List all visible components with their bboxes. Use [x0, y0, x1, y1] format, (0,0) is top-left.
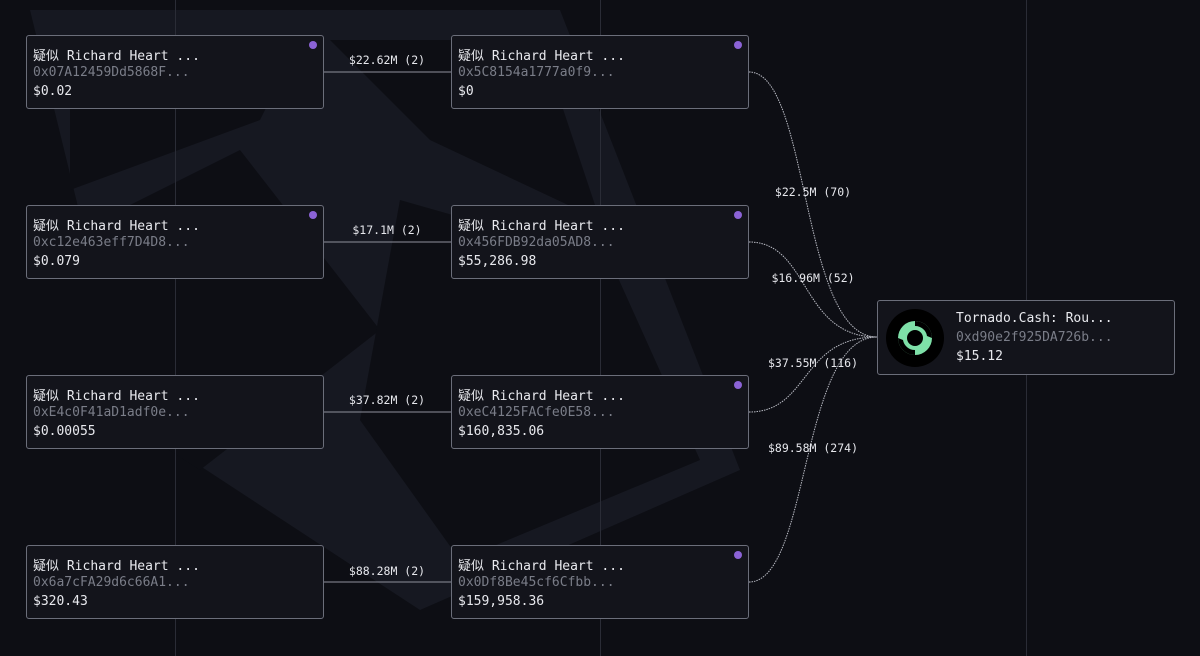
node-label: Richard Heart ...: [66, 559, 200, 574]
edge-label: $22.5M (70): [774, 185, 852, 199]
tag-dot-icon: [734, 551, 742, 559]
edge-curve: [748, 336, 878, 583]
node-balance: $55,286.98: [458, 254, 537, 269]
node-label: Richard Heart ...: [66, 389, 200, 404]
edge-label: $17.1M (2): [352, 223, 422, 237]
node-label-prefix: 疑似: [33, 219, 60, 234]
node-label-prefix: 疑似: [458, 49, 485, 64]
node-label: Richard Heart ...: [491, 219, 625, 234]
column-divider: [600, 0, 601, 656]
node-balance: $0.00055: [33, 424, 96, 439]
node-balance: $0: [458, 84, 474, 99]
node-address[interactable]: 0xeC4125FACfe0E58...: [458, 405, 615, 420]
node-address[interactable]: 0x456FDB92da05AD8...: [458, 235, 615, 250]
node-label-prefix: 疑似: [33, 389, 60, 404]
intermediate-wallet-node[interactable]: 疑似 Richard Heart ... 0x456FDB92da05AD8..…: [451, 205, 749, 279]
node-balance: $320.43: [33, 594, 88, 609]
node-address[interactable]: 0xE4c0F41aD1adf0e...: [33, 405, 190, 420]
node-label: Richard Heart ...: [491, 389, 625, 404]
tag-dot-icon: [734, 211, 742, 219]
edge-label: $88.28M (2): [348, 564, 426, 578]
source-wallet-node[interactable]: 疑似 Richard Heart ... 0x6a7cFA29d6c66A1..…: [26, 545, 324, 619]
node-label-prefix: 疑似: [458, 559, 485, 574]
node-address[interactable]: 0x6a7cFA29d6c66A1...: [33, 575, 190, 590]
node-label-prefix: 疑似: [458, 389, 485, 404]
node-label-prefix: 疑似: [458, 219, 485, 234]
node-address[interactable]: 0x5C8154a1777a0f9...: [458, 65, 615, 80]
edge-label: $16.96M (52): [771, 271, 855, 285]
node-label: Tornado.Cash: Rou...: [956, 311, 1113, 326]
node-label-prefix: 疑似: [33, 559, 60, 574]
node-address[interactable]: 0xc12e463eff7D4D8...: [33, 235, 190, 250]
edge-curve: [748, 71, 878, 338]
node-balance: $159,958.36: [458, 594, 545, 609]
edge-label: $89.58M (274): [767, 441, 859, 455]
tag-dot-icon: [309, 41, 317, 49]
node-balance: $15.12: [956, 349, 1003, 364]
node-balance: $160,835.06: [458, 424, 545, 439]
tag-dot-icon: [309, 211, 317, 219]
node-label: Richard Heart ...: [66, 49, 200, 64]
source-wallet-node[interactable]: 疑似 Richard Heart ... 0x07A12459Dd5868F..…: [26, 35, 324, 109]
tag-dot-icon: [734, 381, 742, 389]
source-wallet-node[interactable]: 疑似 Richard Heart ... 0xE4c0F41aD1adf0e..…: [26, 375, 324, 449]
tornado-cash-logo-icon: [886, 309, 944, 367]
intermediate-wallet-node[interactable]: 疑似 Richard Heart ... 0x5C8154a1777a0f9..…: [451, 35, 749, 109]
node-label-prefix: 疑似: [33, 49, 60, 64]
node-address[interactable]: 0x0Df8Be45cf6Cfbb...: [458, 575, 615, 590]
intermediate-wallet-node[interactable]: 疑似 Richard Heart ... 0xeC4125FACfe0E58..…: [451, 375, 749, 449]
node-address[interactable]: 0x07A12459Dd5868F...: [33, 65, 190, 80]
edge-label: $37.82M (2): [348, 393, 426, 407]
node-balance: $0.079: [33, 254, 80, 269]
node-balance: $0.02: [33, 84, 73, 99]
node-label: Richard Heart ...: [491, 49, 625, 64]
edge-label: $22.62M (2): [348, 53, 426, 67]
edge-curve: [748, 336, 878, 413]
edge-label: $37.55M (116): [767, 356, 859, 370]
column-divider: [175, 0, 176, 656]
source-wallet-node[interactable]: 疑似 Richard Heart ... 0xc12e463eff7D4D8..…: [26, 205, 324, 279]
tag-dot-icon: [734, 41, 742, 49]
edge-curve: [748, 241, 878, 338]
node-label: Richard Heart ...: [66, 219, 200, 234]
intermediate-wallet-node[interactable]: 疑似 Richard Heart ... 0x0Df8Be45cf6Cfbb..…: [451, 545, 749, 619]
destination-contract-node[interactable]: Tornado.Cash: Rou... 0xd90e2f925DA726b..…: [877, 300, 1175, 375]
node-label: Richard Heart ...: [491, 559, 625, 574]
node-address[interactable]: 0xd90e2f925DA726b...: [956, 330, 1113, 345]
